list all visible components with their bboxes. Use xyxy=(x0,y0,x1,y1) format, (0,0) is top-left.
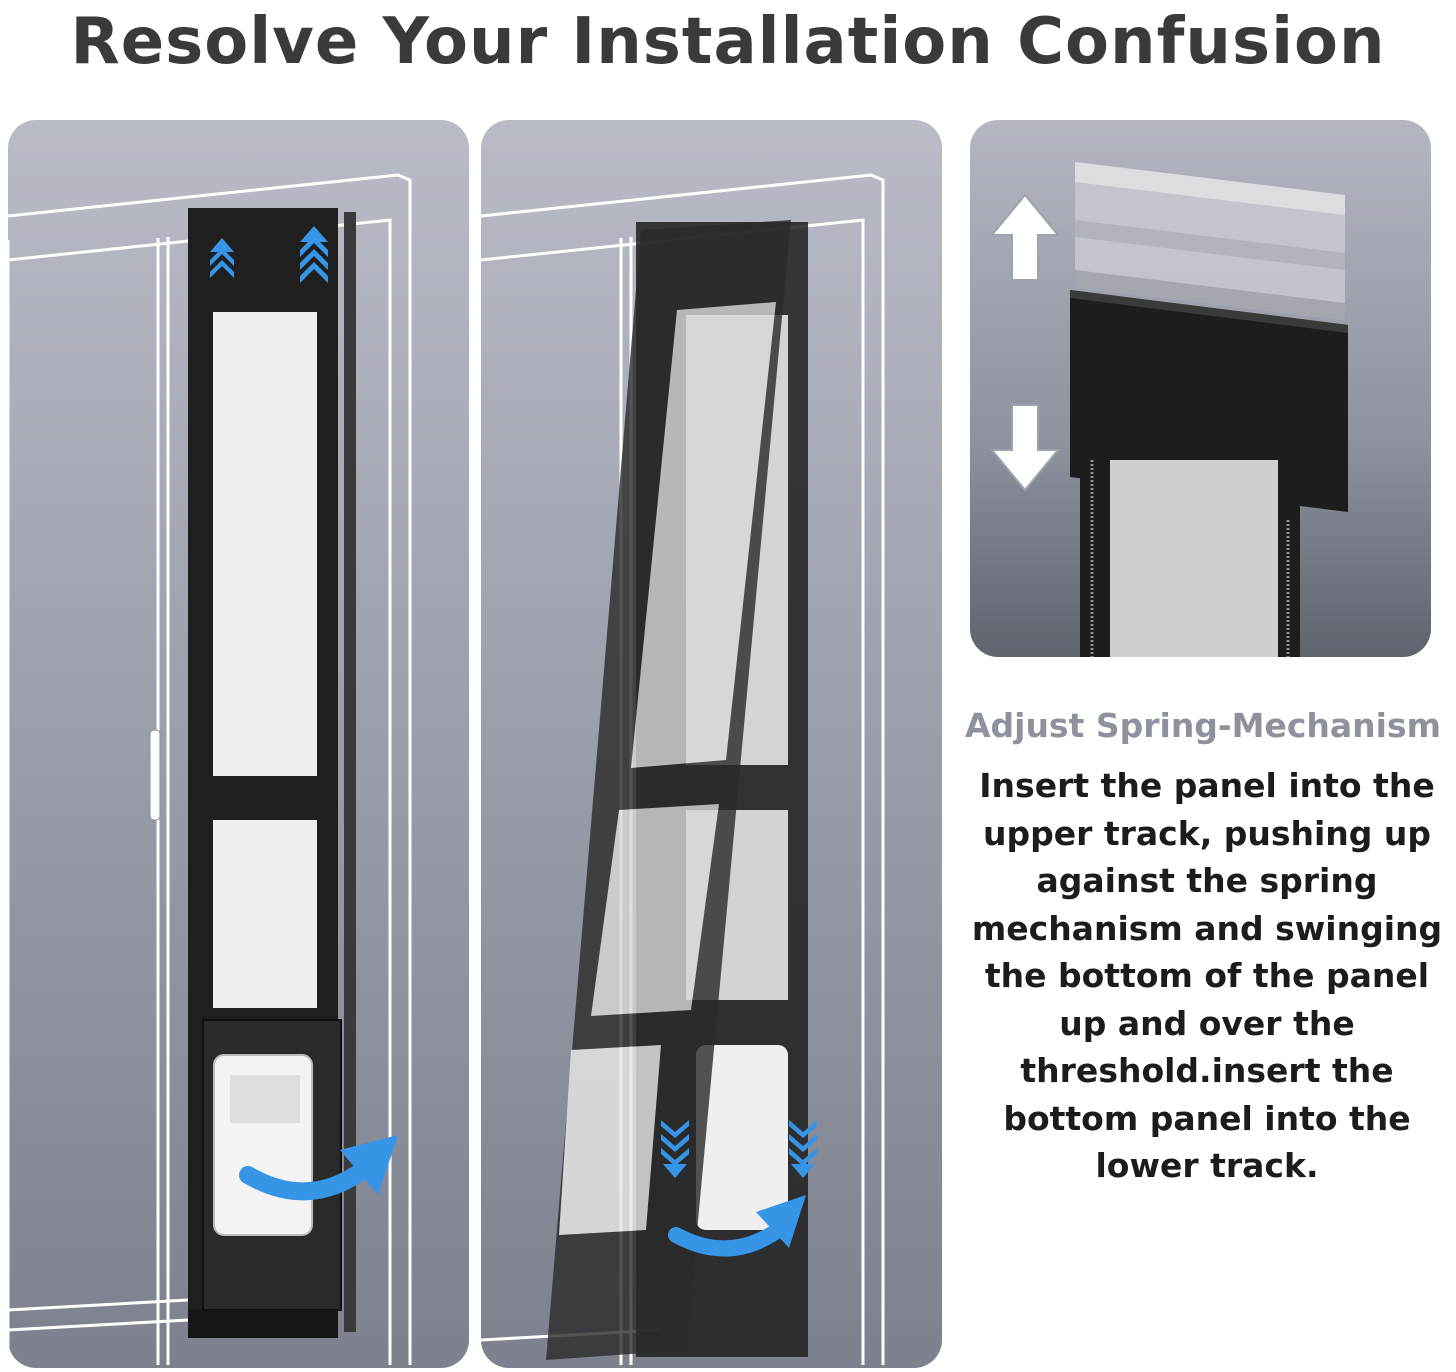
curved-arrow-icon xyxy=(239,1135,398,1201)
arrow-down-icon xyxy=(789,1120,817,1178)
section-subtitle: Adjust Spring-Mechanism xyxy=(964,706,1442,745)
arrow-up-icon xyxy=(300,226,328,283)
outline-arrow-up-icon xyxy=(989,193,1061,281)
tilting-panel xyxy=(546,220,791,1360)
door-panel-frame xyxy=(1080,450,1300,657)
installed-door-illustration xyxy=(8,120,469,1368)
arrow-up-icon xyxy=(210,238,234,278)
instruction-text: Insert the panel into the upper track, p… xyxy=(971,766,1443,1185)
page-title: Resolve Your Installation Confusion xyxy=(70,5,1386,79)
spring-mechanism-closeup xyxy=(970,120,1431,657)
curved-arrow-icon xyxy=(668,1195,806,1257)
arrow-down-icon xyxy=(661,1120,689,1178)
upper-track xyxy=(1075,162,1345,320)
tilting-door-illustration xyxy=(481,120,942,1368)
outline-arrow-down-icon xyxy=(989,404,1061,492)
pet-door-panel xyxy=(188,208,356,1338)
